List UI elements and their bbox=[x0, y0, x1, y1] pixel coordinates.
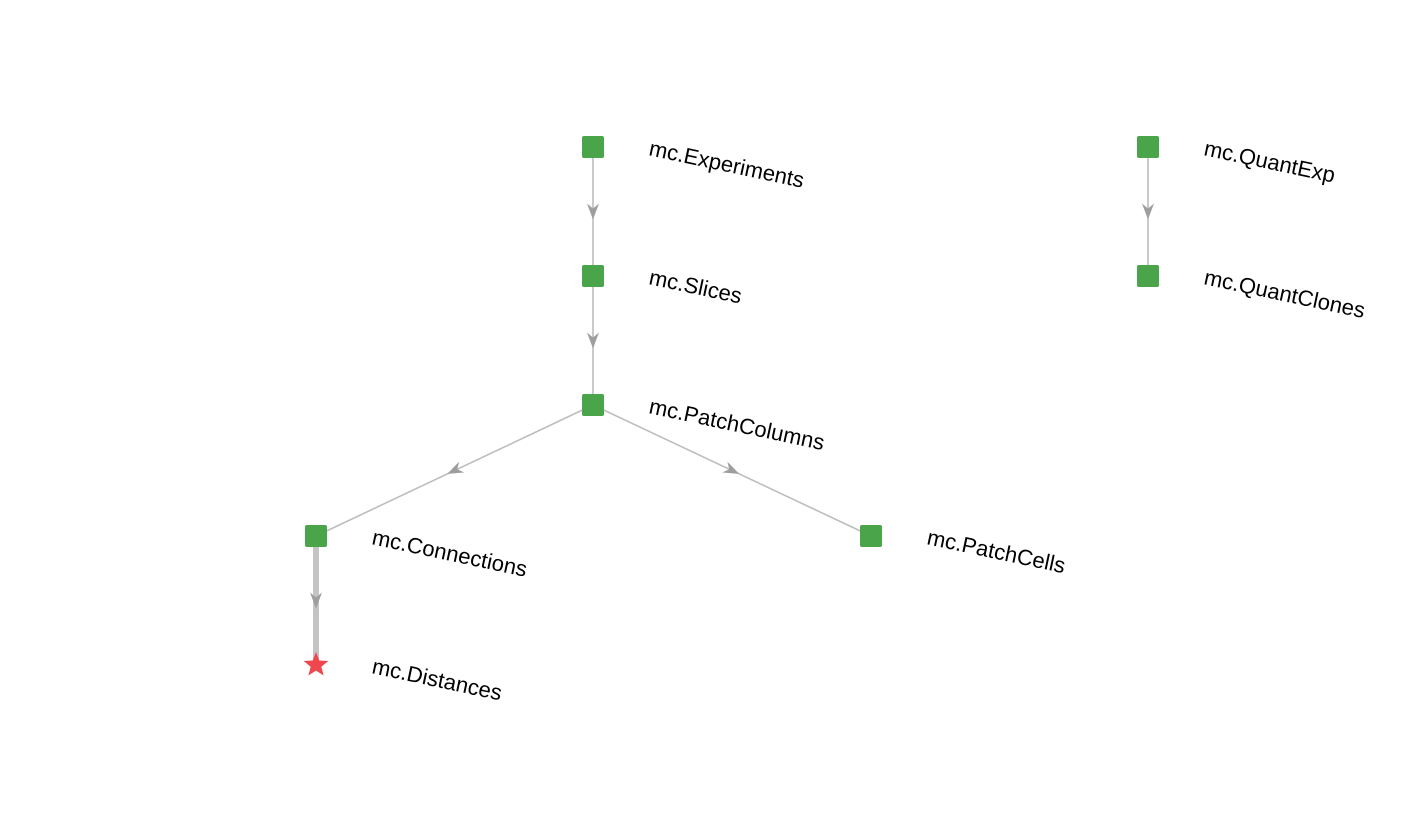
node-label-patch-columns: mc.PatchColumns bbox=[647, 393, 827, 455]
node-label-connections: mc.Connections bbox=[370, 524, 530, 581]
star-icon[interactable] bbox=[303, 652, 329, 676]
node-quant-exp[interactable] bbox=[1137, 136, 1159, 158]
node-connections[interactable] bbox=[305, 525, 327, 547]
arrow-icon bbox=[447, 461, 465, 474]
labels-layer: mc.Experiments mc.Slices mc.PatchColumns mc… bbox=[370, 135, 1367, 705]
arrow-icon bbox=[1142, 203, 1154, 220]
node-quant-clones[interactable] bbox=[1137, 265, 1159, 287]
arrow-icon bbox=[587, 332, 599, 349]
arrow-icon bbox=[310, 592, 322, 609]
node-label-experiments: mc.Experiments bbox=[647, 135, 806, 192]
arrow-icon bbox=[722, 461, 740, 474]
node-patch-cells[interactable] bbox=[860, 525, 882, 547]
node-label-distances: mc.Distances bbox=[370, 653, 504, 705]
arrow-icon bbox=[587, 203, 599, 220]
node-patch-columns[interactable] bbox=[582, 394, 604, 416]
edges-layer bbox=[310, 147, 1154, 665]
node-label-patch-cells: mc.PatchCells bbox=[925, 524, 1068, 578]
node-label-slices: mc.Slices bbox=[647, 264, 744, 308]
node-label-quant-exp: mc.QuantExp bbox=[1202, 135, 1338, 187]
node-experiments[interactable] bbox=[582, 136, 604, 158]
node-label-quant-clones: mc.QuantClones bbox=[1202, 264, 1367, 323]
node-slices[interactable] bbox=[582, 265, 604, 287]
nodes-layer bbox=[303, 136, 1159, 676]
